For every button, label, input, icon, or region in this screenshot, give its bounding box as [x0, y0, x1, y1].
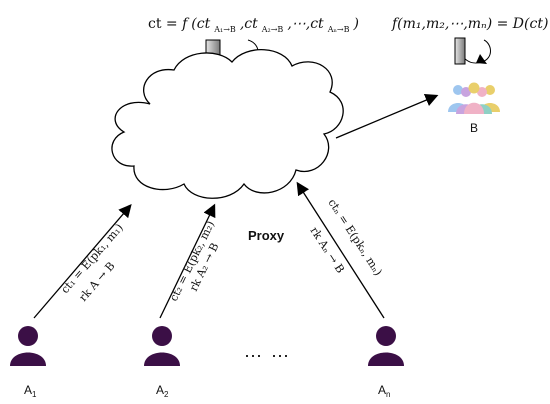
- proxy-cloud: [111, 49, 344, 199]
- sender-a1-label: A1: [24, 383, 37, 399]
- sender-a2-label: A2: [156, 383, 169, 399]
- arrow-an: [296, 181, 385, 319]
- decrypt-formula: f(m₁,m₂,⋯,mₙ) = D(ct): [391, 16, 548, 32]
- recipient-label: B: [470, 121, 478, 135]
- arrow-a2: [159, 203, 216, 319]
- proxy-label: Proxy: [248, 228, 285, 243]
- top-formula: ct = f (ct A₁→B ,ct A₂→B ,⋯,ct Aₙ→B ): [148, 15, 359, 36]
- arrow-to-recipient: [335, 94, 439, 139]
- sender-an-label: An: [378, 383, 390, 399]
- sender-a2-icon: [144, 326, 180, 366]
- arrow-a1: [33, 204, 132, 319]
- sender-a1-icon: [10, 326, 46, 366]
- recipient-group-icon: [448, 82, 500, 114]
- more-senders-ellipsis: ⋯ ⋯: [244, 346, 291, 366]
- sender-an-icon: [368, 326, 404, 366]
- decrypt-curl-icon: [454, 37, 491, 65]
